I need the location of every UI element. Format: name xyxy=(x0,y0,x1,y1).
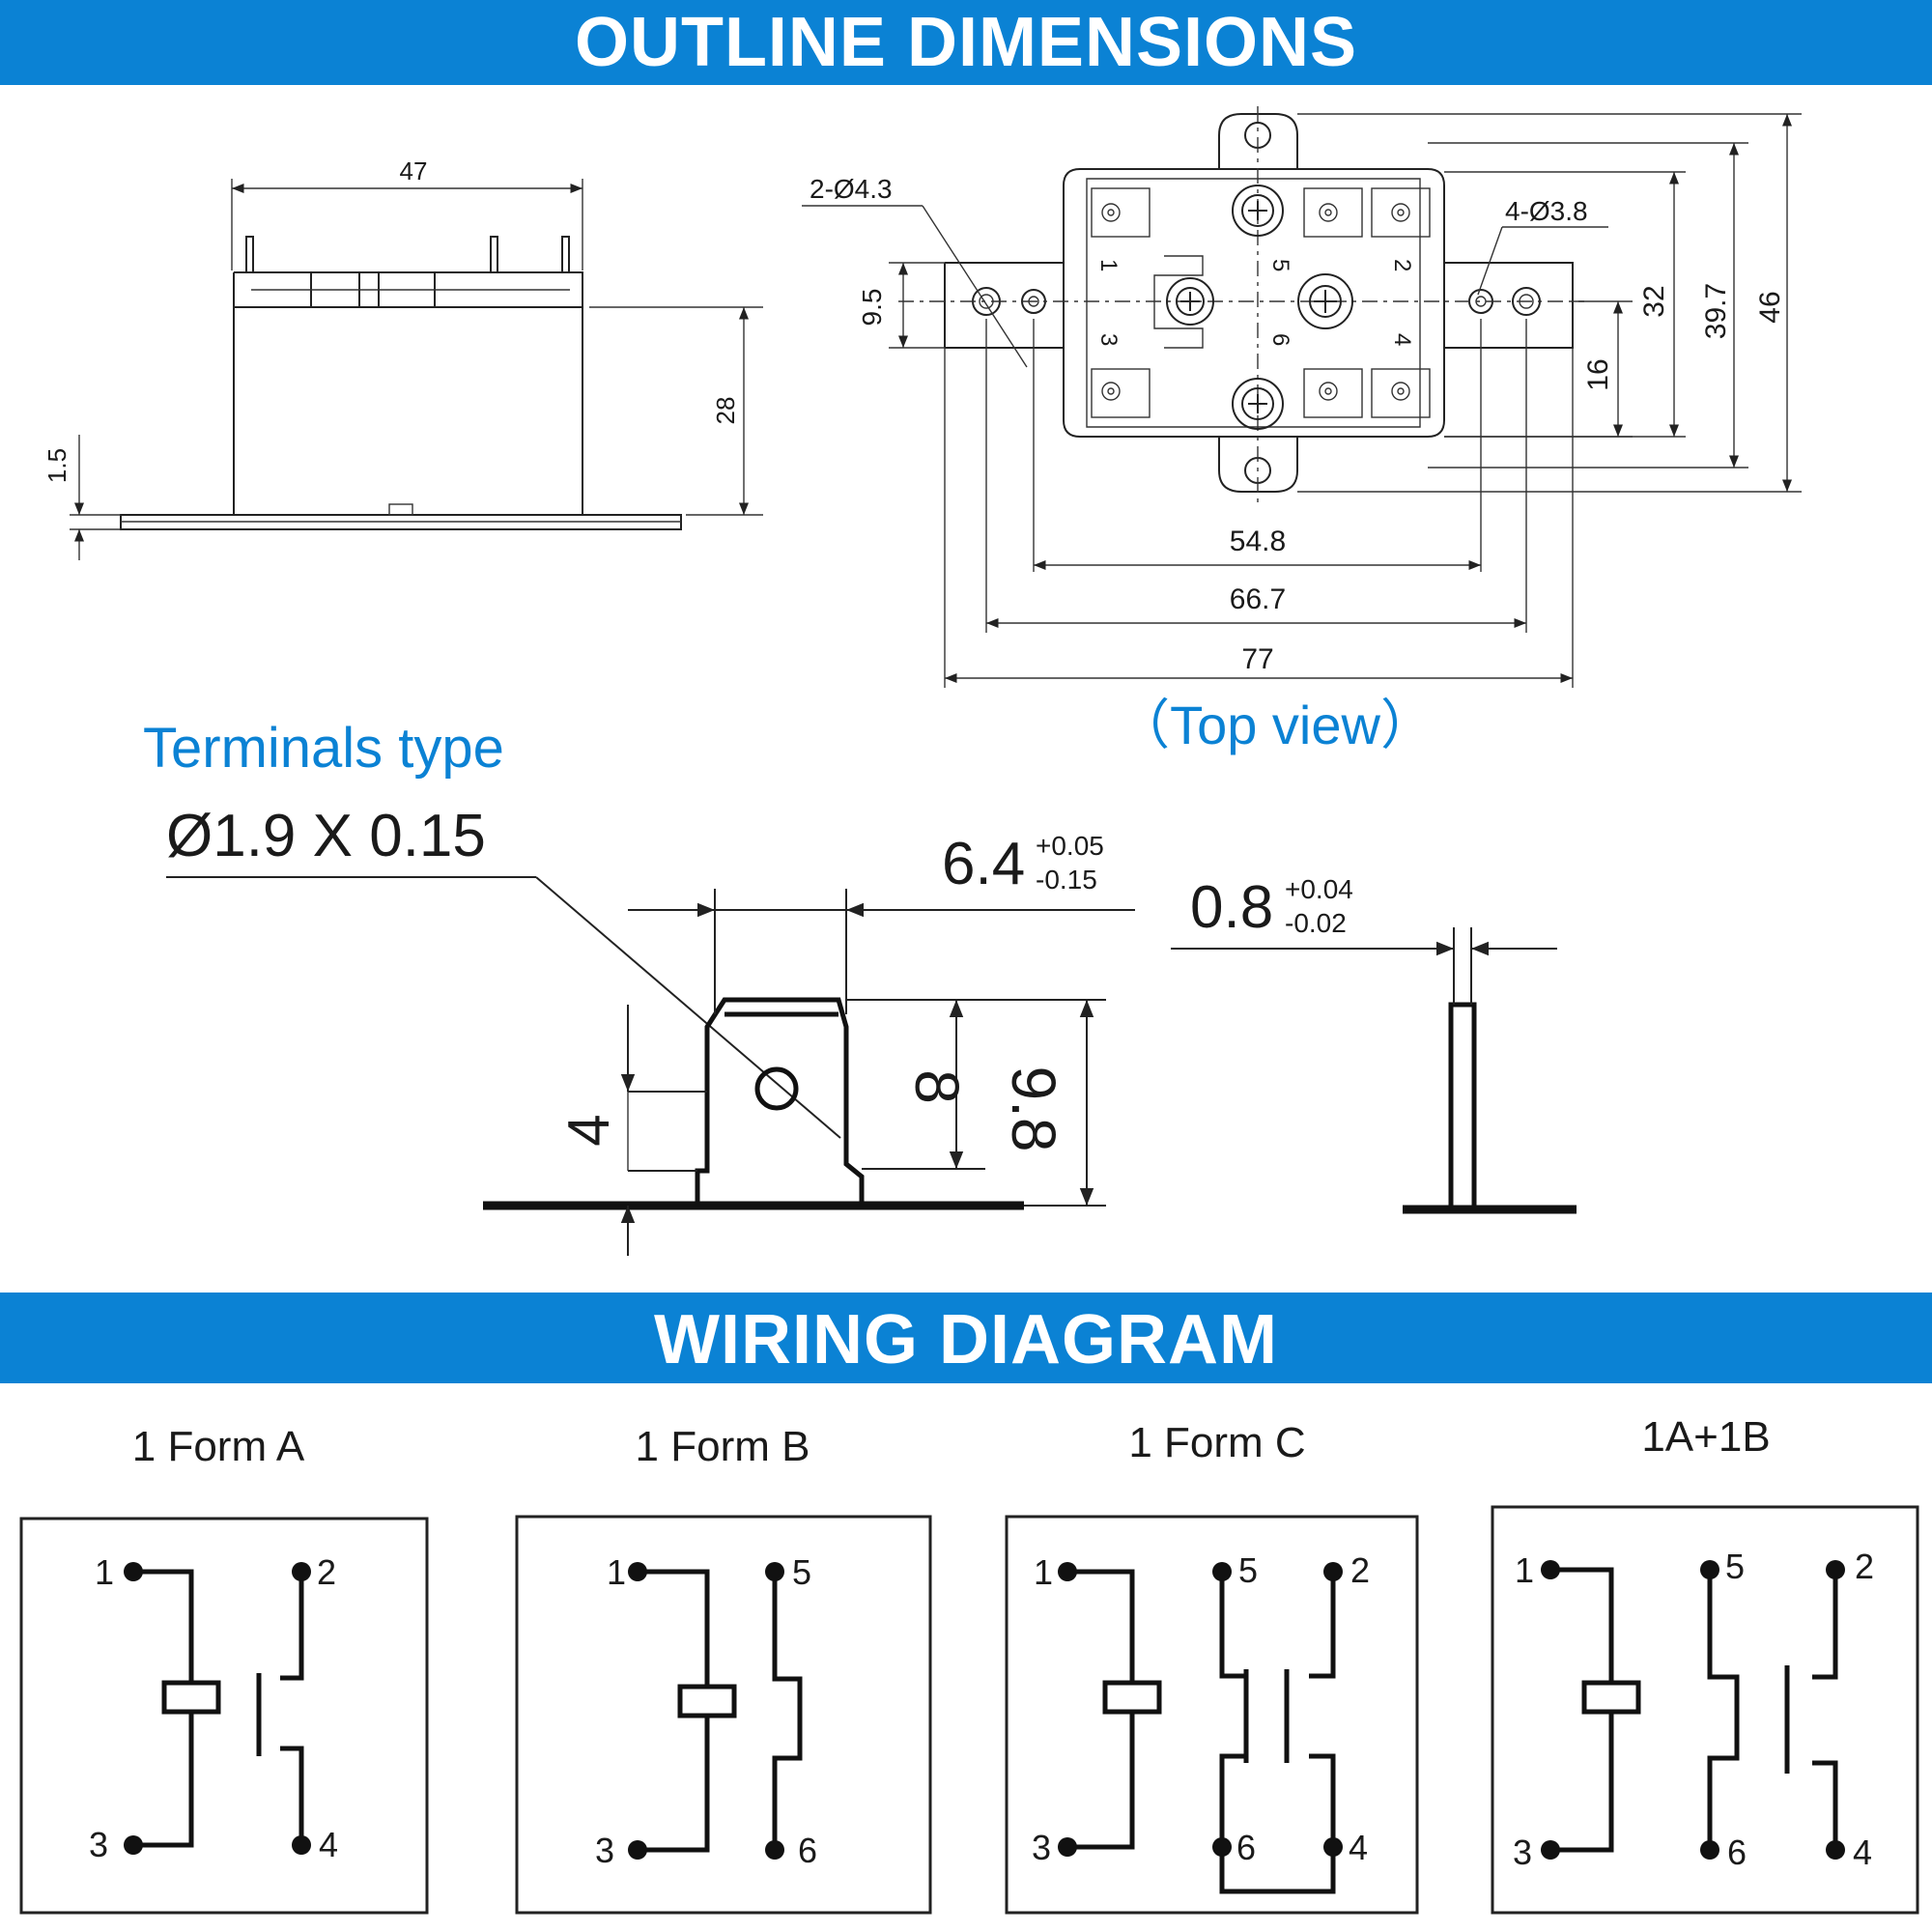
hole-large-label: 2-Ø4.3 xyxy=(810,174,893,204)
top-terminal-6: 6 xyxy=(1267,333,1293,346)
form-ab-pin-2: 2 xyxy=(1855,1547,1874,1586)
dim-4: 4 xyxy=(556,1114,621,1146)
top-view: 1 5 2 3 6 4 2-Ø4.3 4-Ø3.8 9.5 46 39.7 32 xyxy=(802,106,1802,755)
dim-8: 8 xyxy=(902,1069,972,1104)
form-c-title: 1 Form C xyxy=(1128,1419,1305,1466)
dim-54-8: 54.8 xyxy=(1230,526,1286,557)
form-c-pin-5: 5 xyxy=(1238,1550,1258,1590)
form-a-pin-3: 3 xyxy=(89,1825,108,1864)
form-ab-pin-6: 6 xyxy=(1727,1833,1747,1872)
side-view: 47 28 1.5 xyxy=(43,156,763,560)
form-c-pin-6: 6 xyxy=(1236,1828,1256,1867)
form-a-title: 1 Form A xyxy=(132,1423,305,1470)
form-c-pin-4: 4 xyxy=(1349,1828,1368,1867)
dim-1-5: 1.5 xyxy=(43,448,71,483)
dim-9-5: 9.5 xyxy=(857,289,887,327)
hole-small-label: 4-Ø3.8 xyxy=(1505,196,1588,226)
form-b-pin-5: 5 xyxy=(792,1552,811,1592)
wiring-form-b: 1 Form B 1 5 3 6 xyxy=(515,1423,932,1915)
dim-39-7: 39.7 xyxy=(1700,283,1732,339)
top-view-caption: （Top view） xyxy=(1116,695,1435,755)
form-ab-pin-4: 4 xyxy=(1853,1833,1872,1872)
wiring-1a-1b: 1A+1B 1 5 2 3 6 4 xyxy=(1491,1413,1919,1915)
form-c-pin-3: 3 xyxy=(1032,1828,1051,1867)
thick-main: 0.8 xyxy=(1190,874,1273,941)
dim-66-7: 66.7 xyxy=(1230,583,1286,615)
dim-28: 28 xyxy=(711,397,740,425)
dim-32: 32 xyxy=(1638,285,1670,317)
outline-dimensions-banner: OUTLINE DIMENSIONS xyxy=(0,0,1932,85)
terminals-type: Terminals type Ø1.9 X 0.15 6.4 +0.05 -0.… xyxy=(143,717,1577,1256)
wiring-form-a: 1 Form A 1 2 3 4 xyxy=(19,1423,429,1915)
form-b-pin-3: 3 xyxy=(595,1831,614,1870)
form-b-title: 1 Form B xyxy=(636,1423,810,1470)
top-terminal-2: 2 xyxy=(1389,259,1415,271)
form-ab-title: 1A+1B xyxy=(1641,1413,1770,1461)
width-tol-minus: -0.15 xyxy=(1036,865,1097,895)
form-a-pin-2: 2 xyxy=(317,1552,336,1592)
width-tol-plus: +0.05 xyxy=(1036,831,1104,861)
wiring-diagram-banner: WIRING DIAGRAM xyxy=(0,1293,1932,1383)
form-b-pin-1: 1 xyxy=(607,1552,626,1592)
terminals-title: Terminals type xyxy=(143,717,504,780)
thick-tol-minus: -0.02 xyxy=(1285,908,1347,938)
form-c-pin-2: 2 xyxy=(1350,1550,1370,1590)
terminal-hole-label: Ø1.9 X 0.15 xyxy=(166,803,486,869)
wiring-form-c: 1 Form C 1 5 2 3 6 4 xyxy=(1005,1419,1419,1915)
form-a-pin-4: 4 xyxy=(319,1825,338,1864)
top-terminal-5: 5 xyxy=(1267,259,1293,271)
dim-46: 46 xyxy=(1754,291,1786,323)
dim-47: 47 xyxy=(400,156,428,185)
dim-9-8: 9.8 xyxy=(999,1066,1068,1152)
form-ab-pin-3: 3 xyxy=(1513,1833,1532,1872)
top-terminal-3: 3 xyxy=(1095,333,1122,346)
form-ab-pin-1: 1 xyxy=(1515,1550,1534,1590)
form-ab-pin-5: 5 xyxy=(1725,1547,1745,1586)
dim-77: 77 xyxy=(1241,643,1273,675)
top-terminal-4: 4 xyxy=(1389,333,1415,346)
width-main: 6.4 xyxy=(942,831,1025,897)
form-a-pin-1: 1 xyxy=(95,1552,114,1592)
form-b-pin-6: 6 xyxy=(798,1831,817,1870)
thick-tol-plus: +0.04 xyxy=(1285,874,1353,904)
dim-16: 16 xyxy=(1582,358,1614,390)
form-c-pin-1: 1 xyxy=(1034,1552,1053,1592)
top-terminal-1: 1 xyxy=(1095,259,1122,271)
